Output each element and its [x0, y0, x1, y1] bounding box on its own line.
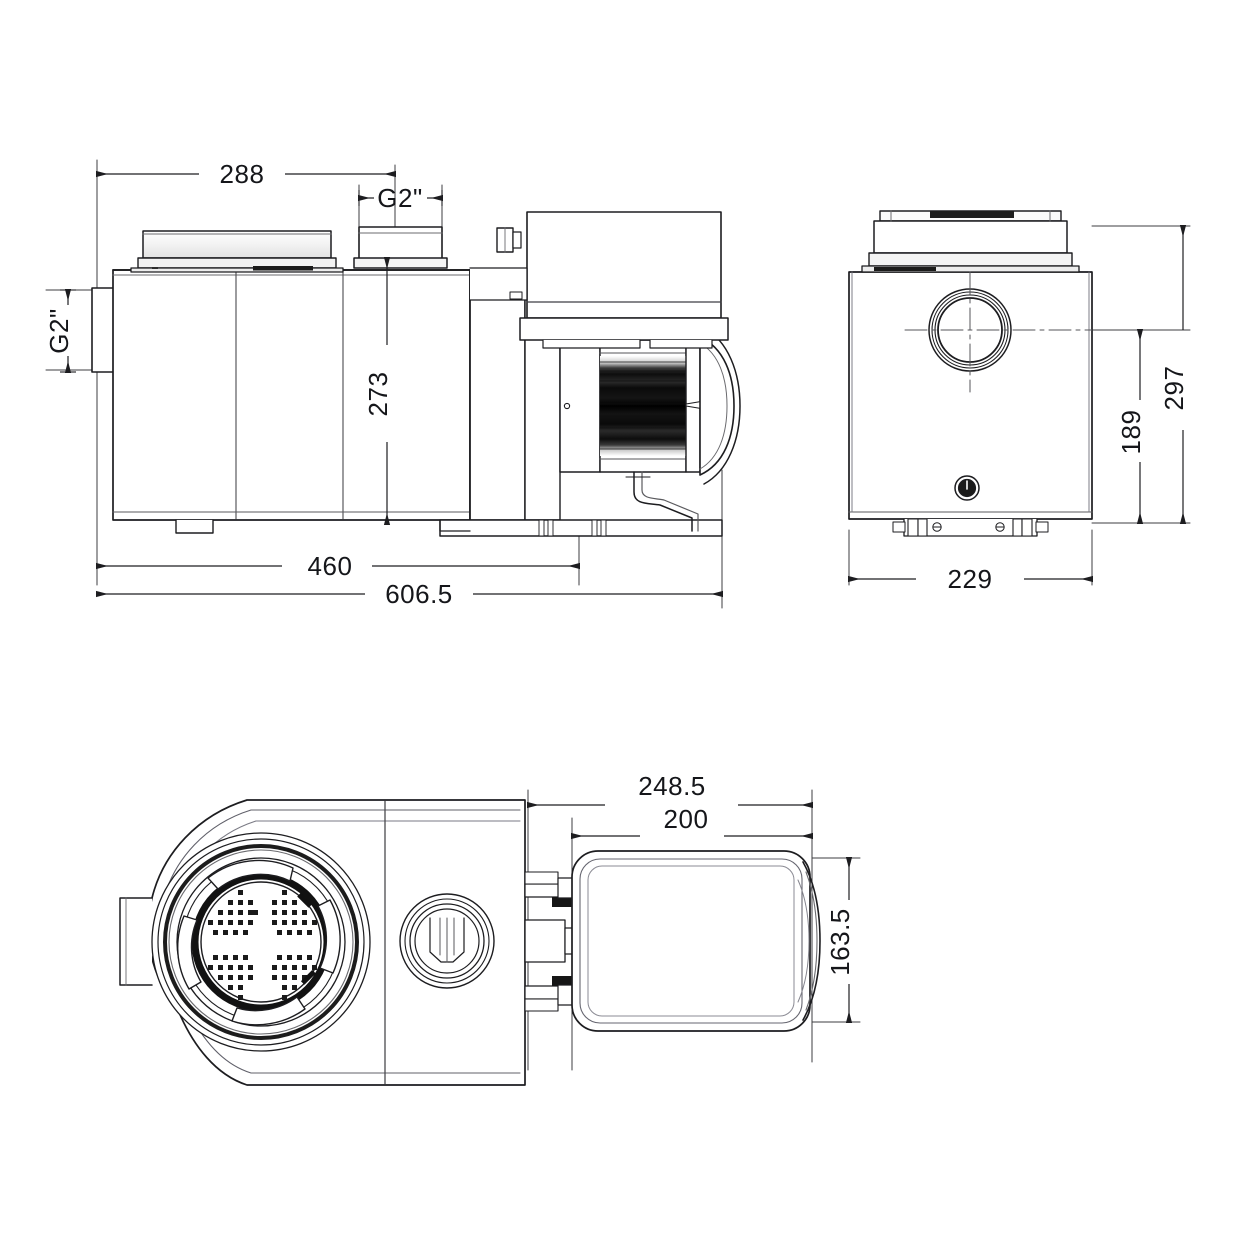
side-terminal-box	[469, 211, 729, 349]
dim-200-label: 200	[664, 804, 709, 834]
side-base-rib-4	[600, 519, 607, 537]
side-control-box-base	[519, 317, 729, 341]
top-fan-cowl-mid	[805, 871, 818, 1011]
dim-g2-top-label: G2"	[377, 183, 422, 213]
front-basket-lid	[861, 210, 1080, 273]
dim-163-5-label: 163.5	[825, 908, 855, 976]
dim-189: 189	[1116, 329, 1146, 524]
top-basket-assembly	[151, 832, 371, 1052]
dim-200: 200	[571, 804, 813, 840]
dim-229: 229	[848, 564, 1093, 594]
front-lid-grip-shadow	[930, 211, 1014, 218]
front-lid-collar	[868, 252, 1073, 267]
side-base-left-step	[439, 519, 471, 532]
side-discharge-flange	[353, 257, 448, 269]
top-tiebar-shadow-top	[552, 897, 574, 907]
dim-288-label: 288	[220, 159, 265, 189]
side-view-dimensions: 288 G2" G2" 273 460	[44, 159, 723, 609]
front-lid-body	[873, 220, 1068, 254]
side-box-bracket-tab	[509, 291, 523, 300]
side-base-rib-2	[547, 519, 554, 537]
front-view	[848, 210, 1191, 586]
side-base-plate	[439, 471, 723, 537]
side-control-box-foot-right	[649, 339, 713, 349]
front-view-dimensions: 297 189 229	[848, 225, 1189, 594]
dim-229-label: 229	[948, 564, 993, 594]
top-view-dimensions: 248.5 200 163.5	[527, 771, 855, 1023]
top-suction-stub	[119, 897, 153, 986]
dim-297-label: 297	[1159, 366, 1189, 411]
side-lid-clip-left	[152, 267, 158, 269]
side-fan-cowl	[699, 336, 735, 476]
side-discharge-neck	[358, 226, 443, 259]
top-motor-assembly	[524, 850, 821, 1032]
side-discharge-port	[353, 226, 448, 269]
side-base-rib-1	[538, 519, 545, 537]
front-mounting-feet	[892, 518, 1049, 537]
top-tiebar-shadow-bottom	[552, 976, 574, 986]
top-motor-body-inner-2	[587, 865, 795, 1017]
side-pot-drain-boss	[175, 519, 214, 534]
dim-606-5-label: 606.5	[385, 579, 453, 609]
dim-g2-left-label: G2"	[44, 308, 74, 353]
top-terminal-block	[524, 919, 566, 963]
side-view	[45, 159, 741, 609]
side-base-slab	[439, 519, 723, 537]
front-lid-seal-shadow	[874, 267, 936, 271]
front-foot-edge-right	[1035, 521, 1049, 533]
top-latch-tab-3	[231, 996, 306, 1026]
dim-248-5-label: 248.5	[638, 771, 706, 801]
top-drain-cap	[399, 893, 495, 989]
top-adapter-lug-top	[524, 871, 559, 885]
dim-297: 297	[1159, 225, 1189, 524]
side-cable-gland-nut	[512, 231, 522, 249]
top-latch-tab-1	[207, 859, 294, 890]
dim-189-label: 189	[1116, 410, 1146, 455]
top-basket-rim-notches	[297, 892, 316, 985]
side-basket-lid	[130, 230, 344, 273]
front-foot-block-r1	[1012, 518, 1023, 537]
side-motor-fin-lines	[599, 361, 687, 450]
top-latch-tab-4	[177, 915, 202, 990]
top-latch-tab-2	[317, 899, 341, 974]
side-pot-body	[112, 269, 471, 521]
top-basket-perforations	[208, 890, 317, 1000]
dim-248-5: 248.5	[527, 771, 813, 809]
side-motor-assembly	[559, 327, 741, 485]
side-base-rib-3	[591, 519, 598, 537]
dim-288: 288	[96, 159, 396, 189]
top-lid-latch-tabs	[177, 859, 341, 1026]
side-motor-front-screw	[563, 402, 571, 410]
dim-273-label: 273	[363, 372, 393, 417]
side-rear-support-arm	[633, 471, 693, 532]
front-port-centerlines	[904, 271, 1093, 393]
dim-606-5: 606.5	[96, 579, 723, 609]
top-view	[119, 789, 861, 1086]
dim-460: 460	[96, 551, 580, 581]
front-foot-block-l1	[907, 518, 919, 537]
side-volute-block	[469, 269, 526, 521]
dim-g2-left: G2"	[44, 289, 76, 373]
dim-g2-top: G2"	[358, 183, 443, 213]
dim-273: 273	[363, 257, 393, 525]
top-fan-cowl-inner	[797, 879, 810, 1003]
top-lid-knurl-inner	[168, 849, 354, 1035]
side-lid-seal-shadow	[253, 266, 313, 271]
dim-460-label: 460	[308, 551, 353, 581]
front-foot-block-r2	[1021, 518, 1033, 537]
front-foot-edge-left	[892, 521, 906, 533]
dim-163-5: 163.5	[825, 857, 855, 1023]
side-fan-cowl-inner	[699, 342, 728, 470]
side-rear-support-arm-inner	[641, 471, 699, 532]
side-lid-top	[142, 230, 332, 259]
top-adapter-lug-bottom	[524, 998, 559, 1012]
front-foot-block-l2	[917, 518, 928, 537]
side-control-box-foot-left	[542, 339, 641, 349]
side-fan-cowl-outer	[703, 327, 741, 485]
top-fan-cowl-outer	[802, 861, 821, 1021]
front-drain-plug	[954, 475, 980, 501]
